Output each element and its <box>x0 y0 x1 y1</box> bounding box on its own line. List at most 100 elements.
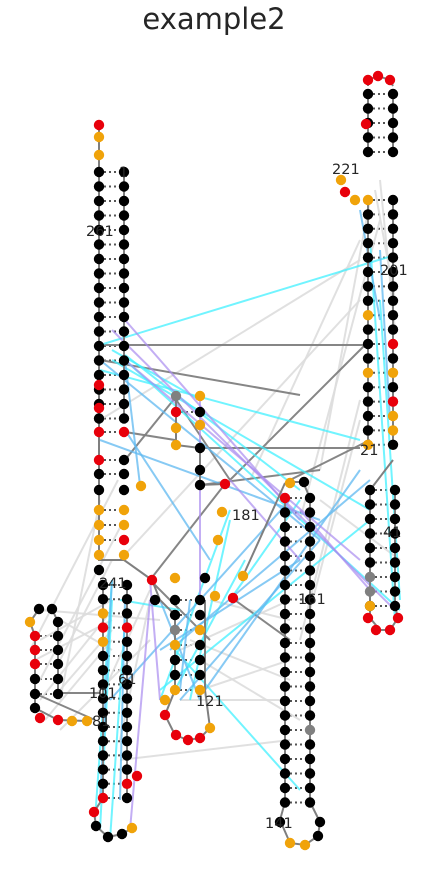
nucleotide-246 <box>387 238 399 249</box>
nucleotide-55 <box>118 504 130 516</box>
nucleotide-127 <box>159 694 171 706</box>
nucleotide-112 <box>90 820 102 832</box>
nucleotide-115 <box>126 822 138 834</box>
nucleotide-46 <box>93 504 105 516</box>
nucleotide-138 <box>194 669 206 681</box>
nucleotide-183 <box>304 550 316 562</box>
nucleotide-35 <box>118 355 130 366</box>
nucleotide-263 <box>364 513 376 525</box>
interaction-link-50 <box>99 369 361 441</box>
nucleotide-221 <box>360 118 372 130</box>
nucleotide-102 <box>121 679 133 690</box>
nucleotide-33 <box>118 326 130 337</box>
interaction-link-37 <box>124 397 176 461</box>
nucleotide-164 <box>279 594 291 605</box>
nucleotide-235 <box>362 338 374 350</box>
nucleotide-71 <box>52 644 64 656</box>
nucleotide-80 <box>97 594 109 605</box>
nucleotide-52 <box>118 454 130 466</box>
nucleotide-234 <box>362 324 374 335</box>
nucleotide-242 <box>362 439 374 450</box>
position-label-241: 241 <box>99 576 127 592</box>
nucleotide-81 <box>97 608 109 619</box>
position-label-81: 81 <box>92 714 110 730</box>
nucleotide-93 <box>97 778 109 789</box>
nucleotide-47 <box>93 519 105 531</box>
nucleotide-5 <box>93 181 105 192</box>
nucleotide-184 <box>304 565 316 576</box>
nucleotide-179 <box>304 492 316 504</box>
nucleotide-268 <box>364 586 376 597</box>
nucleotide-163 <box>279 579 291 591</box>
nucleotide-78 <box>34 712 46 724</box>
position-labels: 1 21 41 61 81 101 121 141 161 181 201 22… <box>86 162 408 832</box>
nucleotide-109 <box>121 778 133 789</box>
nucleotide-6 <box>93 195 105 207</box>
nucleotide-161 <box>279 550 291 562</box>
nucleotide-3 <box>93 149 105 161</box>
nucleotide-270 <box>389 484 401 496</box>
nucleotide-82 <box>97 622 109 633</box>
nucleotide-61 <box>46 603 58 615</box>
nucleotide-27 <box>118 239 130 250</box>
nucleotide-150 <box>170 439 182 451</box>
position-label-101: 101 <box>89 686 117 702</box>
nucleotide-28 <box>118 253 130 265</box>
nucleotide-132 <box>204 722 216 734</box>
interaction-link-44 <box>35 693 96 721</box>
nucleotide-79 <box>97 579 109 591</box>
nucleotide-180 <box>304 507 316 518</box>
nucleotide-56 <box>118 519 130 531</box>
nucleotide-146 <box>170 406 182 418</box>
interaction-link-83 <box>111 329 396 611</box>
nucleotide-182 <box>304 536 316 547</box>
interaction-link-52 <box>189 519 231 701</box>
nucleotide-154 <box>219 478 231 490</box>
nucleotide-238 <box>362 382 374 393</box>
nucleotide-260 <box>387 439 399 450</box>
nucleotide-222 <box>335 174 347 186</box>
nucleotide-259 <box>387 425 399 436</box>
nucleotide-14 <box>93 311 105 323</box>
position-label-161: 161 <box>298 592 326 608</box>
nucleotide-178 <box>279 797 291 808</box>
nucleotide-99 <box>121 636 133 647</box>
nucleotide-23 <box>118 181 130 192</box>
interaction-link-42 <box>231 597 291 641</box>
nucleotide-162 <box>279 565 291 576</box>
nucleotide-64 <box>29 644 41 656</box>
interaction-link-64 <box>124 359 141 486</box>
nucleotide-74 <box>52 688 64 700</box>
nucleotide-36 <box>118 369 130 381</box>
nucleotide-271 <box>389 499 401 510</box>
nucleotide-110 <box>121 792 133 804</box>
nucleotide-196 <box>304 739 316 750</box>
nucleotide-153 <box>194 479 206 491</box>
interaction-link-61 <box>229 499 301 601</box>
nucleotide-42 <box>93 426 105 438</box>
nucleotide-53 <box>118 468 130 480</box>
nucleotide-231 <box>362 281 374 292</box>
nucleotide-257 <box>387 396 399 407</box>
nucleotide-38 <box>118 398 130 410</box>
nucleotide-88 <box>97 707 109 718</box>
nucleotide-251 <box>387 310 399 321</box>
nucleotide-142 <box>237 570 249 582</box>
nucleotide-252 <box>387 324 399 335</box>
interaction-link-22 <box>249 239 361 481</box>
nucleotide-241 <box>362 425 374 436</box>
nucleotide-58 <box>118 549 130 561</box>
nucleotide-106 <box>121 736 133 747</box>
nucleotide-167 <box>279 637 291 649</box>
nucleotide-89 <box>97 721 109 733</box>
nucleotide-121 <box>169 609 181 621</box>
nucleotide-267 <box>364 571 376 583</box>
nucleotide-113 <box>102 831 114 843</box>
nucleotide-140 <box>209 590 221 602</box>
nucleotide-62 <box>24 616 36 628</box>
nucleotide-40 <box>93 379 105 391</box>
nucleotide-51 <box>118 426 130 438</box>
nucleotide-219 <box>387 132 399 143</box>
nucleotide-123 <box>169 639 181 651</box>
nucleotide-210 <box>384 74 396 86</box>
